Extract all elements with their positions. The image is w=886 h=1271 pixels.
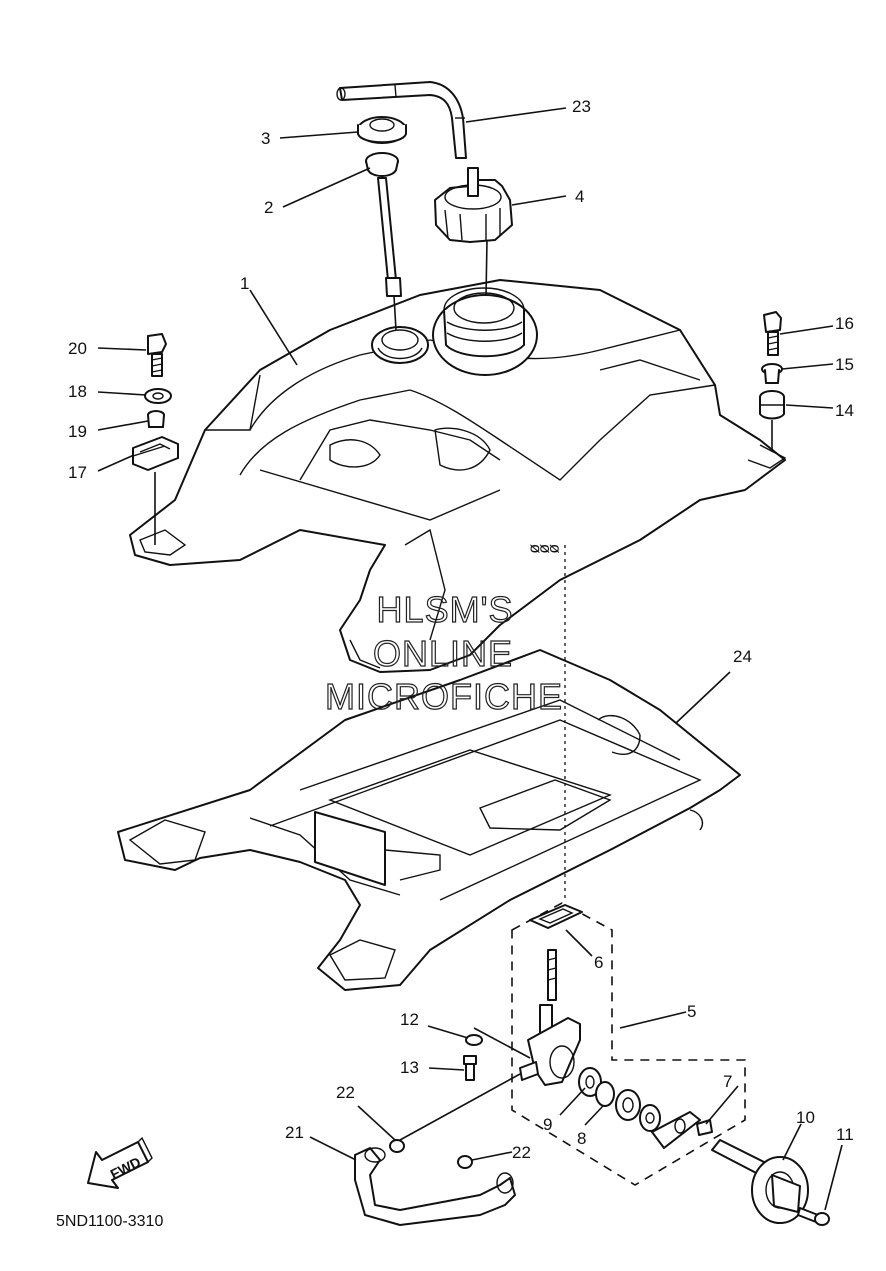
part-19-collar — [147, 410, 165, 428]
part-10-lever — [711, 1139, 809, 1224]
callout-4: 4 — [575, 187, 584, 206]
part-6-gasket — [529, 904, 583, 929]
callout-8: 8 — [577, 1129, 586, 1148]
part-7-screw — [696, 1119, 713, 1136]
part-23-breather-hose — [336, 81, 467, 159]
part-8-o-ring — [595, 1081, 615, 1107]
part-11-screw — [797, 1207, 830, 1226]
watermark-line-2: ONLINE — [373, 633, 513, 674]
filler-neck — [432, 287, 538, 376]
callout-13: 13 — [400, 1058, 419, 1077]
guide-line-screw — [473, 1027, 531, 1059]
callout-19: 19 — [68, 422, 87, 441]
callout-11: 11 — [836, 1125, 854, 1144]
leader-lines — [97, 107, 843, 1211]
callout-2: 2 — [264, 198, 273, 217]
tank-stamp: ᴓᴓᴓ — [530, 540, 559, 557]
gauge-mount — [371, 326, 429, 364]
watermark-line-1: HLSM'S — [377, 589, 514, 630]
callout-3: 3 — [261, 129, 270, 148]
part-3-seal — [357, 116, 407, 144]
callout-17: 17 — [68, 463, 87, 482]
part-24-tank-cover — [117, 649, 741, 991]
part-17-damper — [132, 436, 179, 471]
callout-16: 16 — [835, 314, 854, 333]
callout-7: 7 — [723, 1072, 732, 1091]
callout-22-upper: 22 — [336, 1083, 355, 1102]
callout-24: 24 — [733, 647, 752, 666]
callout-9: 9 — [543, 1115, 552, 1134]
callout-5: 5 — [687, 1002, 696, 1021]
part-16-bolt — [763, 311, 782, 356]
part-12-washer — [465, 1034, 483, 1046]
callout-15: 15 — [835, 355, 854, 374]
part-4-fuel-cap — [434, 167, 513, 243]
part-22-clip-lower — [457, 1155, 473, 1169]
fwd-arrow-icon: FWD — [87, 1136, 153, 1189]
callout-20: 20 — [68, 339, 87, 358]
callout-21: 21 — [285, 1123, 304, 1142]
callout-14: 14 — [835, 401, 854, 420]
guide-line-cap — [485, 239, 488, 297]
petcock-internals — [615, 1089, 661, 1132]
callout-12: 12 — [400, 1010, 419, 1029]
part-22-clip-upper — [389, 1139, 405, 1153]
part-14-damper — [759, 390, 785, 420]
guide-line-gauge — [393, 295, 397, 331]
part-15-collar — [761, 363, 783, 384]
callout-23: 23 — [572, 97, 591, 116]
part-18-washer — [144, 388, 172, 404]
callout-6: 6 — [594, 953, 603, 972]
diagram-code: 5ND1100-3310 — [56, 1213, 163, 1230]
callout-1: 1 — [240, 274, 249, 293]
part-21-fuel-hose — [354, 1147, 516, 1226]
fuel-cock-body — [519, 949, 581, 1086]
callout-18: 18 — [68, 382, 87, 401]
part-2-fuel-gauge — [365, 152, 402, 297]
part-20-bolt — [147, 333, 167, 377]
watermark-line-3: MICROFICHE — [325, 676, 563, 717]
watermark: HLSM'S ONLINE MICROFICHE — [324, 588, 563, 717]
callout-22-lower: 22 — [512, 1143, 531, 1162]
part-13-screw — [463, 1055, 477, 1081]
callout-10: 10 — [796, 1108, 815, 1127]
callout-labels: 1 2 3 4 5 6 7 8 9 10 11 12 13 14 15 16 1… — [68, 97, 854, 1162]
fuel-cock-assembly-outline — [511, 902, 746, 1186]
petcock-plate — [651, 1111, 701, 1149]
